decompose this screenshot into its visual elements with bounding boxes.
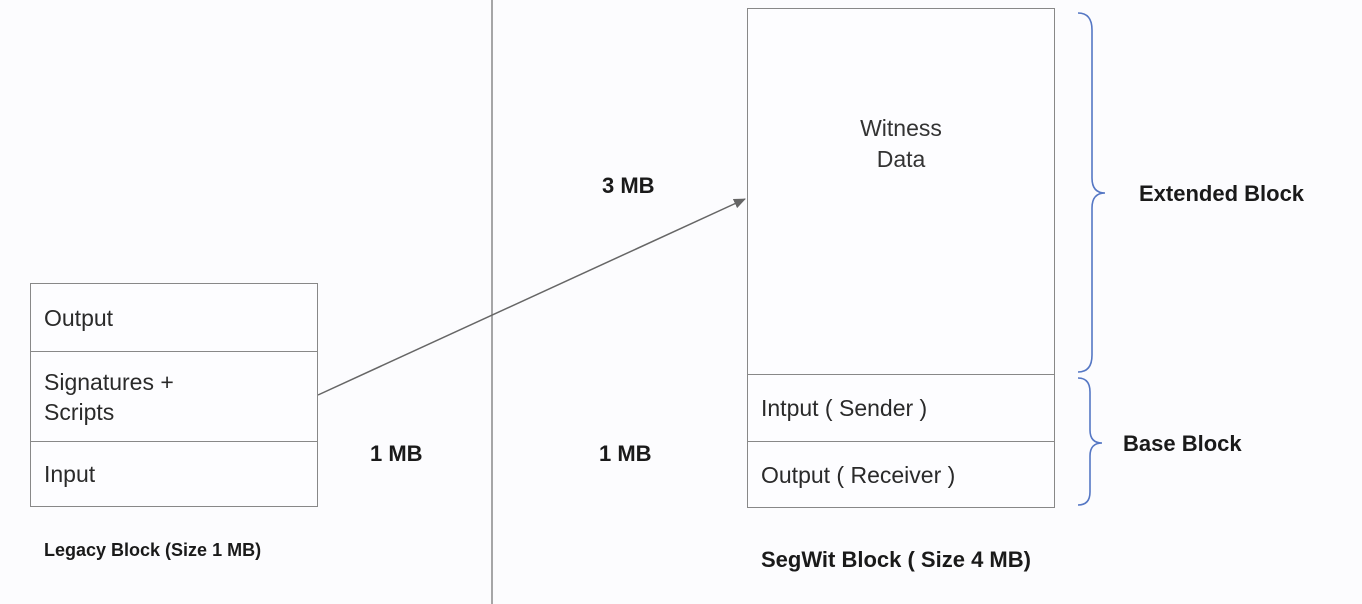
segwit-row-input: Intput ( Sender ) <box>748 374 1054 441</box>
segwit-row-output: Output ( Receiver ) <box>748 441 1054 507</box>
segwit-row-label: Intput ( Sender ) <box>761 395 928 421</box>
legacy-block-caption: Legacy Block (Size 1 MB) <box>44 540 262 560</box>
legacy-row-label: Output <box>44 305 114 331</box>
witness-size-label: 3 MB <box>602 173 655 198</box>
segwit-witness-section: Witness Data <box>748 9 1054 374</box>
legacy-row-label: Input <box>44 461 96 487</box>
segwit-row-label: Output ( Receiver ) <box>761 462 956 488</box>
witness-label-line2: Data <box>876 146 926 172</box>
legacy-row-input: Input <box>31 441 317 506</box>
base-block-label: Base Block <box>1123 431 1242 456</box>
legacy-row-label: Signatures + Scripts <box>44 369 174 425</box>
legacy-block: Output Signatures + Scripts Input <box>30 283 318 507</box>
base-block-brace <box>1077 377 1103 506</box>
legacy-row-signatures: Signatures + Scripts <box>31 351 317 441</box>
segwit-base-size-label: 1 MB <box>599 441 652 466</box>
segwit-block-caption: SegWit Block ( Size 4 MB) <box>761 547 1031 572</box>
witness-label-line1: Witness <box>860 115 942 141</box>
witness-data-label: Witness Data <box>748 113 1054 175</box>
legacy-row-output: Output <box>31 284 317 351</box>
extended-block-brace <box>1077 12 1106 373</box>
migration-arrow <box>317 198 746 396</box>
segwit-block: Witness Data Intput ( Sender ) Output ( … <box>747 8 1055 508</box>
extended-block-label: Extended Block <box>1139 181 1305 206</box>
legacy-size-label: 1 MB <box>370 441 423 466</box>
